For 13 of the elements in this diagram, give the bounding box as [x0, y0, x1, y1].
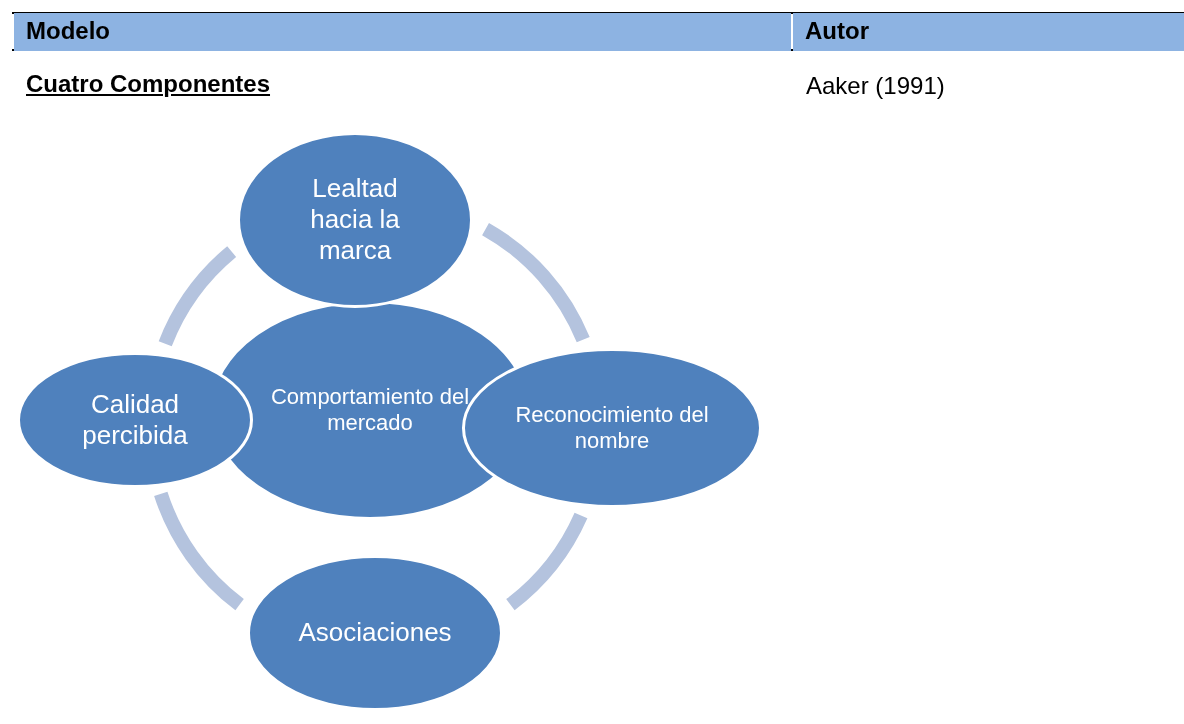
node-label: Comportamiento del mercado — [269, 383, 471, 437]
ring-connector — [481, 223, 590, 343]
node-label: Lealtad hacia la marca — [309, 173, 401, 267]
ring-connector — [154, 491, 245, 610]
section-heading: Cuatro Componentes — [26, 70, 270, 98]
ring-connector — [505, 512, 588, 610]
column-header: Autor — [793, 13, 1184, 51]
node-label: Calidad percibida — [81, 388, 189, 452]
node-label: Asociaciones — [297, 617, 453, 649]
ring-connector — [158, 246, 237, 347]
author-text: Aaker (1991) — [806, 72, 945, 100]
node-label: Reconocimiento del nombre — [514, 401, 710, 455]
column-header: Modelo — [14, 13, 791, 51]
